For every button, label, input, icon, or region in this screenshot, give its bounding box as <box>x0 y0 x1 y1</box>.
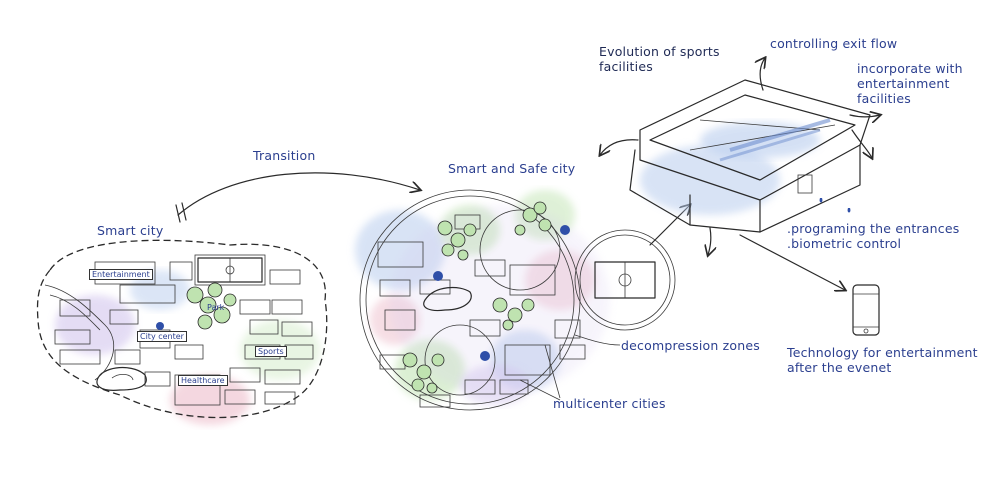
stadium-icon <box>600 58 880 255</box>
transition-label: Transition <box>253 148 316 163</box>
park-map-label: Park <box>207 303 225 312</box>
smart-safe-city-label: Smart and Safe city <box>448 161 576 176</box>
decompression-label: decompression zones <box>621 338 760 353</box>
entertainment-map-label: Entertainment <box>89 269 153 280</box>
evolution-label: Evolution of sports facilities <box>599 44 720 74</box>
controlling-exit-label: controlling exit flow <box>770 36 898 51</box>
smart-safe-city-map <box>355 189 676 411</box>
transition-arrow <box>177 172 420 216</box>
to-phone-arrow <box>739 234 845 290</box>
smartphone-icon <box>852 284 880 336</box>
city-center-map-label: City center <box>137 331 187 342</box>
smart-city-label: Smart city <box>97 223 164 238</box>
technology-label: Technology for entertainment after the e… <box>787 345 978 375</box>
healthcare-map-label: Healthcare <box>178 375 228 386</box>
programing-label: .programing the entrances .biometric con… <box>787 221 960 251</box>
multicenter-label: multicenter cities <box>553 396 666 411</box>
incorporate-label: incorporate with entertainment facilitie… <box>857 61 963 106</box>
sports-map-label: Sports <box>255 346 287 357</box>
